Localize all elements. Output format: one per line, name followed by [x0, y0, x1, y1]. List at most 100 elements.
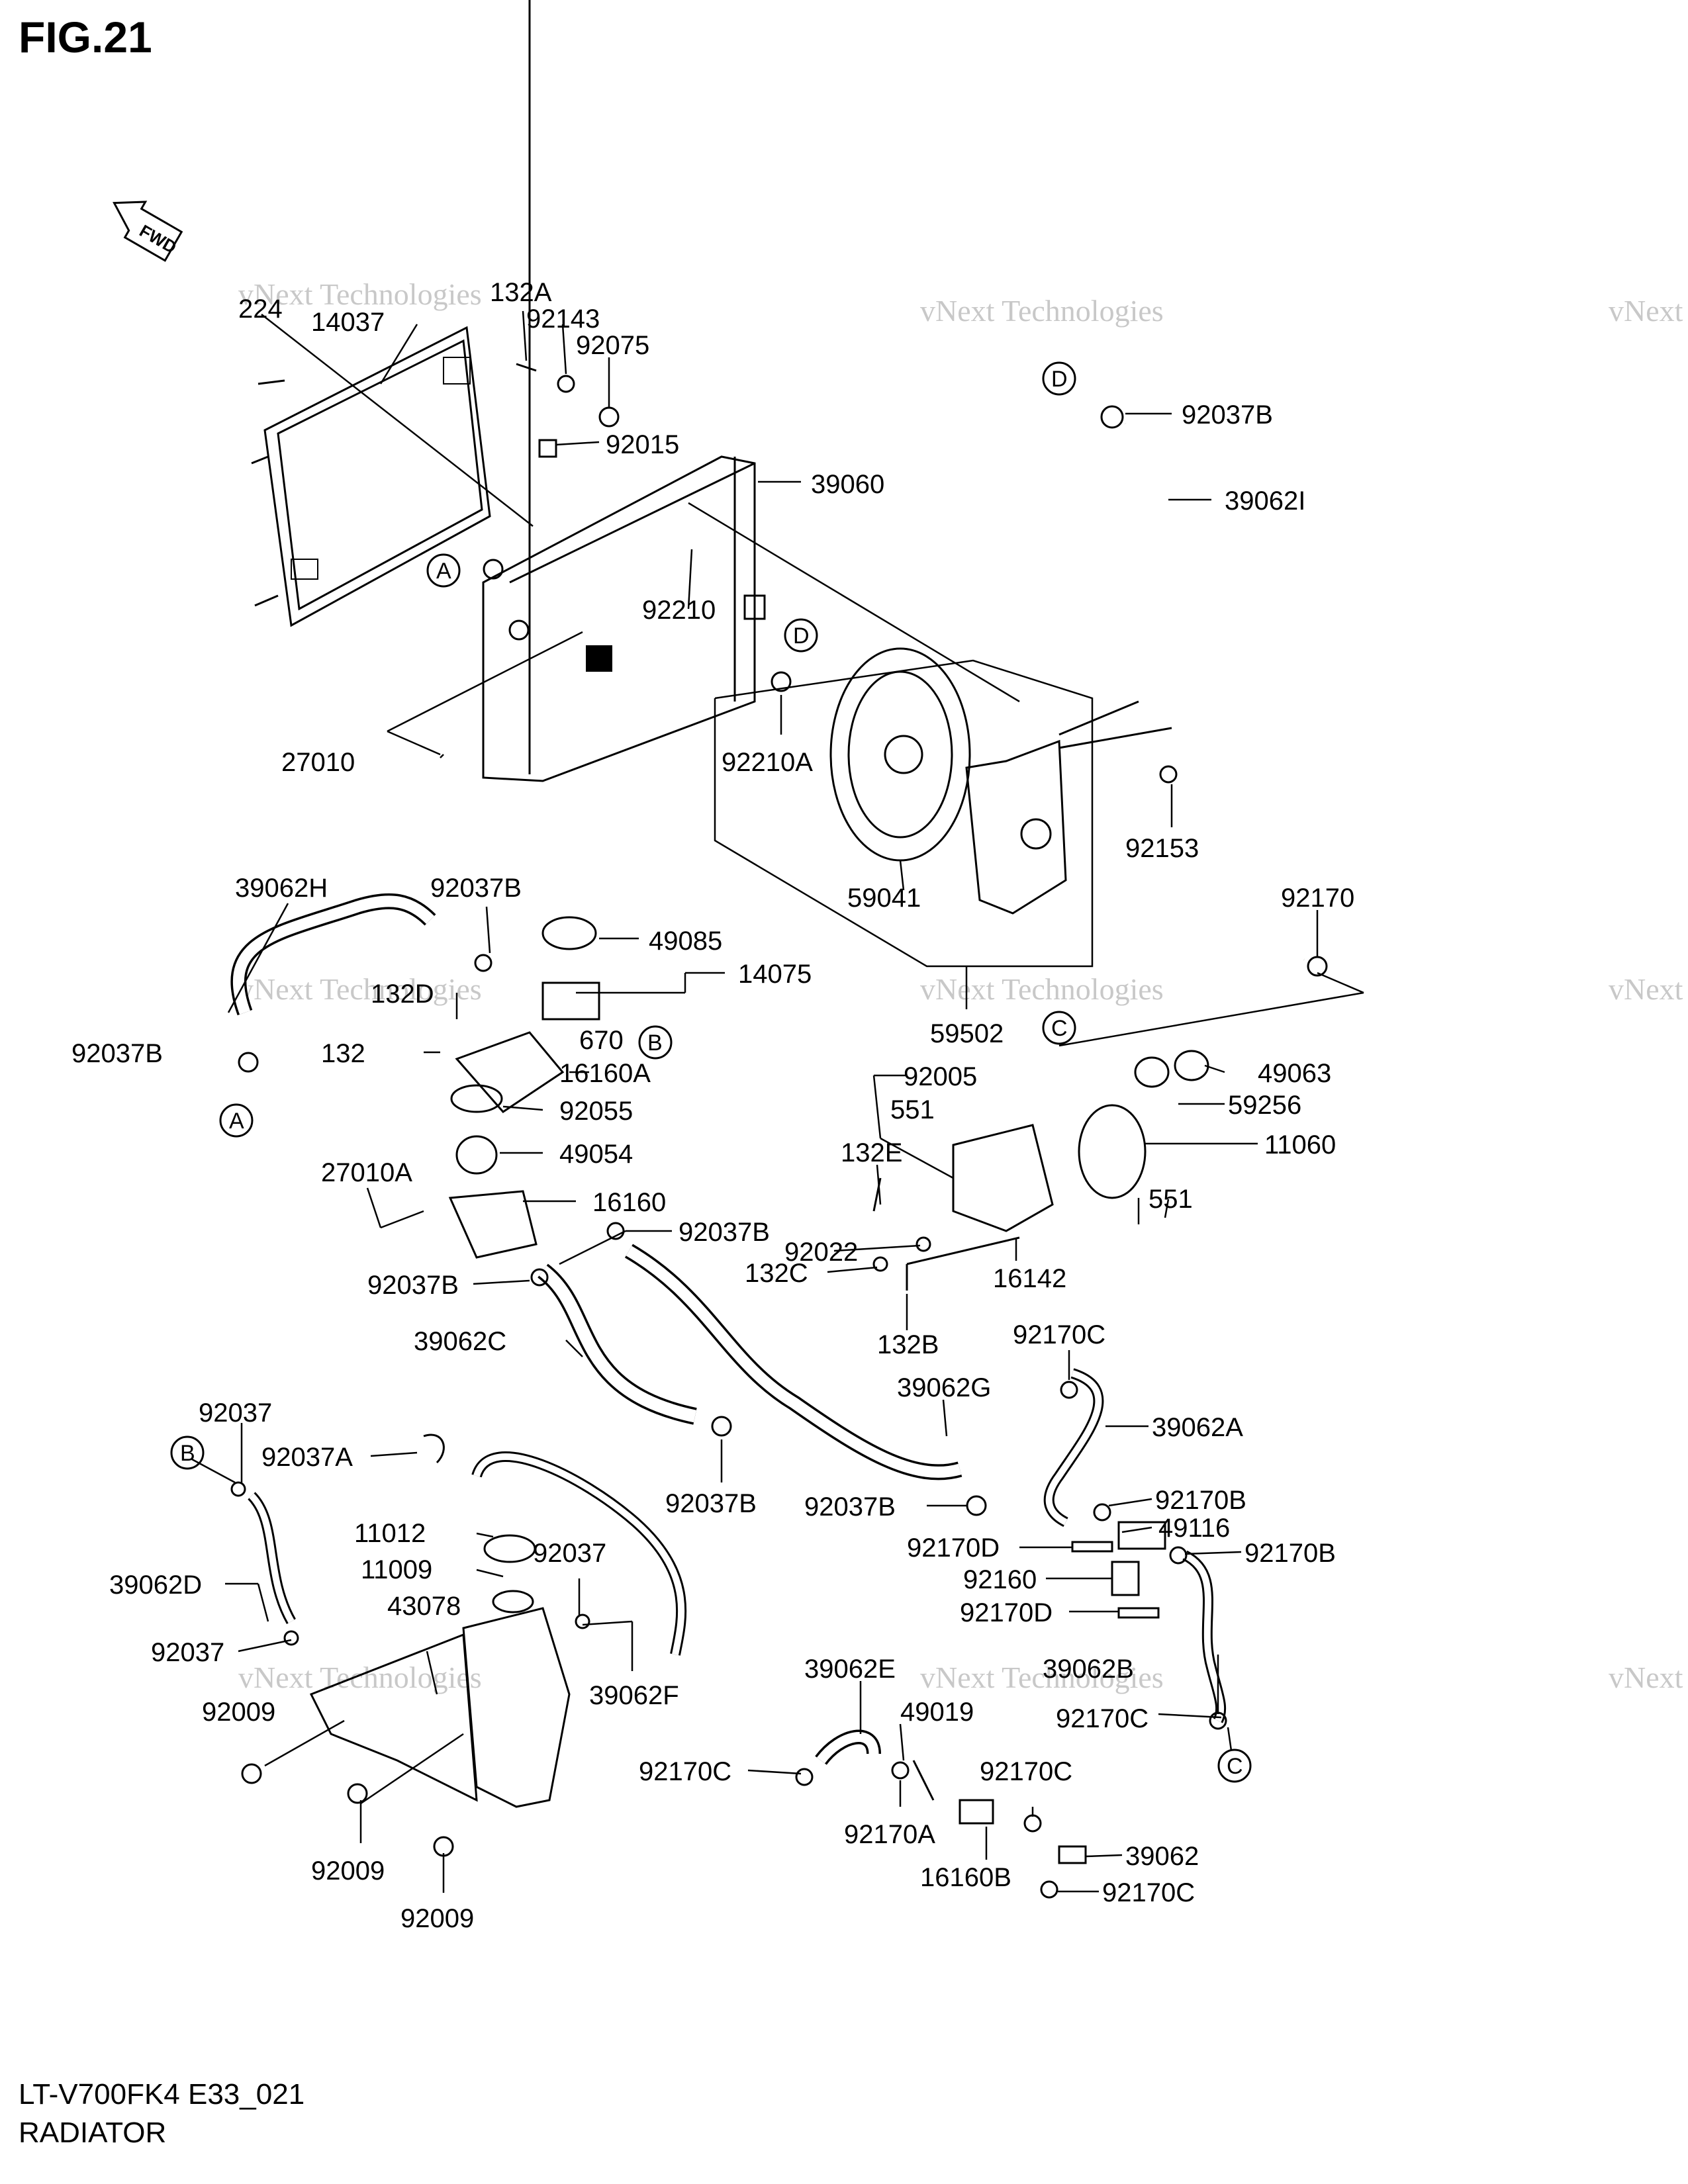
part-label: 16142 — [993, 1264, 1066, 1293]
part-label: 551 — [1149, 1185, 1193, 1214]
thermostat-housing — [448, 916, 600, 1259]
footer-model-code: LT-V700FK4 E33_021 — [19, 2078, 305, 2111]
part-label: 39062A — [1152, 1413, 1243, 1442]
part-label: 132 — [321, 1039, 365, 1068]
callout-c: C — [1051, 1016, 1068, 1041]
part-label: 132D — [371, 979, 434, 1009]
part-label: 92170C — [639, 1757, 731, 1786]
water-pump-16142 — [906, 1050, 1209, 1265]
part-label: 92005 — [904, 1062, 977, 1091]
part-label: 49019 — [900, 1698, 974, 1727]
callout-d: D — [1051, 367, 1068, 392]
part-label: 14037 — [311, 308, 385, 337]
part-label: 670 — [579, 1026, 624, 1055]
part-label: 92037B — [430, 874, 522, 903]
fwd-direction-badge: FWD — [113, 201, 183, 262]
callout-a: A — [229, 1109, 244, 1134]
part-label: 16160B — [920, 1863, 1011, 1892]
part-label: 92210 — [642, 596, 716, 625]
part-label: 132C — [745, 1259, 808, 1288]
part-label: 39062C — [414, 1327, 506, 1356]
part-label: 92037B — [1182, 400, 1273, 430]
part-label: 92015 — [606, 430, 679, 459]
part-label: 92170C — [1056, 1704, 1149, 1733]
part-label: 92009 — [400, 1904, 474, 1933]
part-label: 92037 — [151, 1638, 224, 1667]
watermark: vNext Technologies — [238, 972, 482, 1006]
leader-lines — [191, 310, 1364, 1893]
part-label: 92170C — [980, 1757, 1072, 1786]
part-label: 92170D — [907, 1533, 1000, 1563]
radiator-39060 — [482, 0, 766, 782]
part-label: 39062B — [1043, 1655, 1134, 1684]
part-label: 92210A — [722, 748, 813, 777]
part-label: 92055 — [559, 1097, 633, 1126]
part-label: 39062I — [1225, 486, 1305, 516]
callout-circles: A D D B A C B C — [170, 361, 1252, 1783]
hoses — [230, 421, 1307, 1765]
watermark: vNext Technologies — [238, 277, 482, 311]
part-label: 39062F — [589, 1681, 679, 1710]
watermark: vNext Technologies — [920, 972, 1164, 1006]
part-label: 16160 — [592, 1188, 666, 1217]
watermark: vNext Technologies — [920, 1661, 1164, 1694]
part-label: 27010 — [281, 748, 355, 777]
part-label: 132E — [841, 1138, 902, 1167]
part-label: 92170 — [1281, 884, 1354, 913]
reserve-tank-43078 — [309, 1534, 571, 1808]
part-label: 11009 — [361, 1555, 432, 1584]
part-label: 39062 — [1125, 1842, 1199, 1871]
watermark: vNext Technologies — [1609, 294, 1688, 328]
part-label: 39062E — [804, 1655, 896, 1684]
watermark: vNext Technologies — [238, 1661, 482, 1694]
part-label: 132B — [877, 1330, 939, 1359]
part-label: 92009 — [311, 1856, 385, 1886]
cooling-fan-59502 — [714, 647, 1172, 968]
part-label: 11012 — [354, 1519, 426, 1548]
part-label: 132A — [490, 278, 552, 307]
watermark: vNext Technologies — [1609, 972, 1688, 1006]
part-label: 92037 — [533, 1539, 606, 1568]
part-label: 39062H — [235, 874, 328, 903]
part-label: 92037 — [199, 1398, 272, 1428]
part-label: 92170B — [1155, 1486, 1246, 1515]
part-label: 49054 — [559, 1140, 633, 1169]
part-label: 92170A — [844, 1820, 935, 1849]
part-label: 92170C — [1013, 1320, 1105, 1349]
part-label: 92037B — [71, 1039, 163, 1068]
part-label: 92170B — [1244, 1539, 1336, 1568]
part-label: 59256 — [1228, 1091, 1301, 1120]
part-label: 92037B — [804, 1492, 896, 1522]
footer-section-title: RADIATOR — [19, 2116, 167, 2149]
callout-b: B — [180, 1441, 195, 1466]
callout-c: C — [1227, 1754, 1243, 1779]
part-label: 92075 — [576, 331, 649, 360]
part-label: 92009 — [202, 1698, 275, 1727]
part-label: 49063 — [1258, 1059, 1331, 1088]
part-label: 92037B — [665, 1489, 757, 1518]
part-label: 49116 — [1158, 1514, 1230, 1543]
part-label: 43078 — [387, 1592, 461, 1621]
part-label: 92170C — [1102, 1878, 1195, 1907]
part-label: 39062D — [109, 1570, 202, 1600]
part-label: 92022 — [784, 1238, 858, 1267]
part-label: 11060 — [1264, 1130, 1336, 1160]
part-label: 92037B — [679, 1218, 770, 1247]
part-label: 27010A — [321, 1158, 412, 1187]
part-label: 551 — [890, 1095, 935, 1124]
part-label: 16160A — [559, 1059, 651, 1088]
callout-b: B — [647, 1030, 663, 1056]
part-label: 92037B — [367, 1271, 459, 1300]
watermark: vNext Technologies — [1609, 1661, 1688, 1694]
part-label: 39060 — [811, 470, 884, 499]
radiator-screen-14037 — [251, 326, 491, 627]
part-label: 92037A — [261, 1443, 353, 1472]
watermark: vNext Technologies — [920, 294, 1164, 328]
part-labels: 224 14037 132A 92143 92075 92015 39060 9… — [71, 278, 1354, 1933]
part-label: 92170D — [960, 1598, 1053, 1627]
callout-a: A — [436, 559, 451, 584]
part-label: 92143 — [526, 304, 600, 334]
callout-d: D — [793, 623, 810, 649]
figure-title: FIG.21 — [19, 13, 152, 62]
